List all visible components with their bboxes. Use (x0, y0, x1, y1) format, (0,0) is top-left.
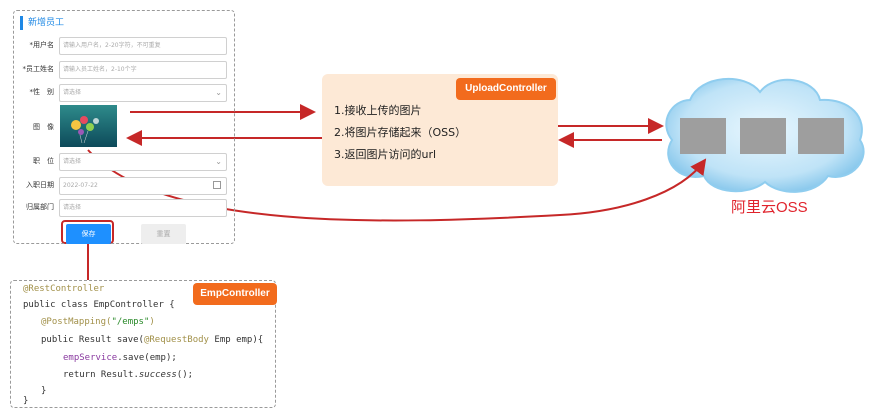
code-call-end: (); (176, 370, 194, 380)
username-input[interactable]: 请输入用户名，2-20字符，不可重复 (59, 37, 227, 55)
balloons-image (60, 105, 117, 147)
position-label: 职 位 (33, 157, 54, 165)
form-title: 新增员工 (20, 16, 64, 30)
code-line-return: return Result.success(); (63, 369, 193, 381)
code-return: return Result. (63, 370, 139, 380)
employee-name-input[interactable]: 请输入员工姓名，2-10个字 (59, 61, 227, 79)
code-class-name: EmpController { (93, 300, 175, 310)
avatar-label: 图 像 (33, 123, 54, 131)
emp-controller-tag: EmpController (193, 283, 277, 305)
step-store: 2.将图片存储起来（OSS） (334, 126, 467, 139)
hire-date-input[interactable]: 2022-07-22 (59, 177, 227, 195)
oss-bucket-1 (680, 118, 726, 154)
department-select[interactable]: 请选择 (59, 199, 227, 217)
code-line-service-call: empService.save(emp); (63, 352, 177, 364)
code-param: Emp emp){ (208, 335, 264, 345)
code-line-class: public class EmpController { (23, 299, 175, 311)
add-employee-form: 新增员工 *用户名 请输入用户名，2-20字符，不可重复 *员工姓名 请输入员工… (13, 10, 235, 244)
chevron-down-icon: ⌄ (215, 157, 222, 166)
username-label: *用户名 (29, 41, 55, 49)
code-success: success (138, 370, 177, 380)
cloud-shape (665, 77, 865, 193)
code-line-close-method: } (41, 386, 47, 396)
code-paren: ) (149, 317, 155, 327)
hire-date-label: 入职日期 (26, 181, 54, 189)
employee-name-label: *员工姓名 (22, 65, 55, 73)
code-path-string: "/emps" (111, 317, 150, 327)
gender-select-value: 请选择 (63, 89, 82, 96)
upload-controller-tag: UploadController (456, 78, 556, 100)
code-keyword-public-class: public class (23, 300, 94, 310)
upload-controller-box: UploadController 1.接收上传的图片 2.将图片存储起来（OSS… (322, 74, 558, 186)
oss-bucket-3 (798, 118, 844, 154)
position-select-value: 请选择 (63, 158, 82, 165)
department-label: 归属部门 (26, 203, 54, 211)
code-emp-service: empService (63, 353, 118, 363)
code-post-mapping: @PostMapping( (41, 317, 112, 327)
code-line-method: public Result save(@RequestBody Emp emp)… (41, 334, 263, 346)
reset-button[interactable]: 重置 (141, 224, 186, 244)
position-select[interactable]: 请选择 ⌄ (59, 153, 227, 171)
emp-controller-code: EmpController @RestController public cla… (10, 280, 277, 408)
oss-bucket-2 (740, 118, 786, 154)
code-line-close-class: } (23, 396, 29, 406)
calendar-icon (213, 181, 221, 189)
code-request-body: @RequestBody (143, 335, 209, 345)
oss-label: 阿里云OSS (731, 199, 808, 216)
code-line-rest-controller: @RestController (23, 284, 105, 294)
code-save-call: .save(emp); (117, 353, 177, 363)
code-method-sig: public Result save( (41, 335, 144, 345)
gender-select[interactable]: 请选择 ⌄ (59, 84, 227, 102)
hire-date-value: 2022-07-22 (63, 182, 98, 189)
gender-label: *性 别 (29, 88, 55, 96)
chevron-down-icon: ⌄ (215, 88, 222, 97)
code-line-post-mapping: @PostMapping("/emps") (41, 316, 155, 328)
avatar-image[interactable] (60, 105, 117, 147)
step-return-url: 3.返回图片访问的url (334, 148, 437, 161)
save-button[interactable]: 保存 (66, 224, 111, 244)
step-receive: 1.接收上传的图片 (334, 104, 422, 117)
